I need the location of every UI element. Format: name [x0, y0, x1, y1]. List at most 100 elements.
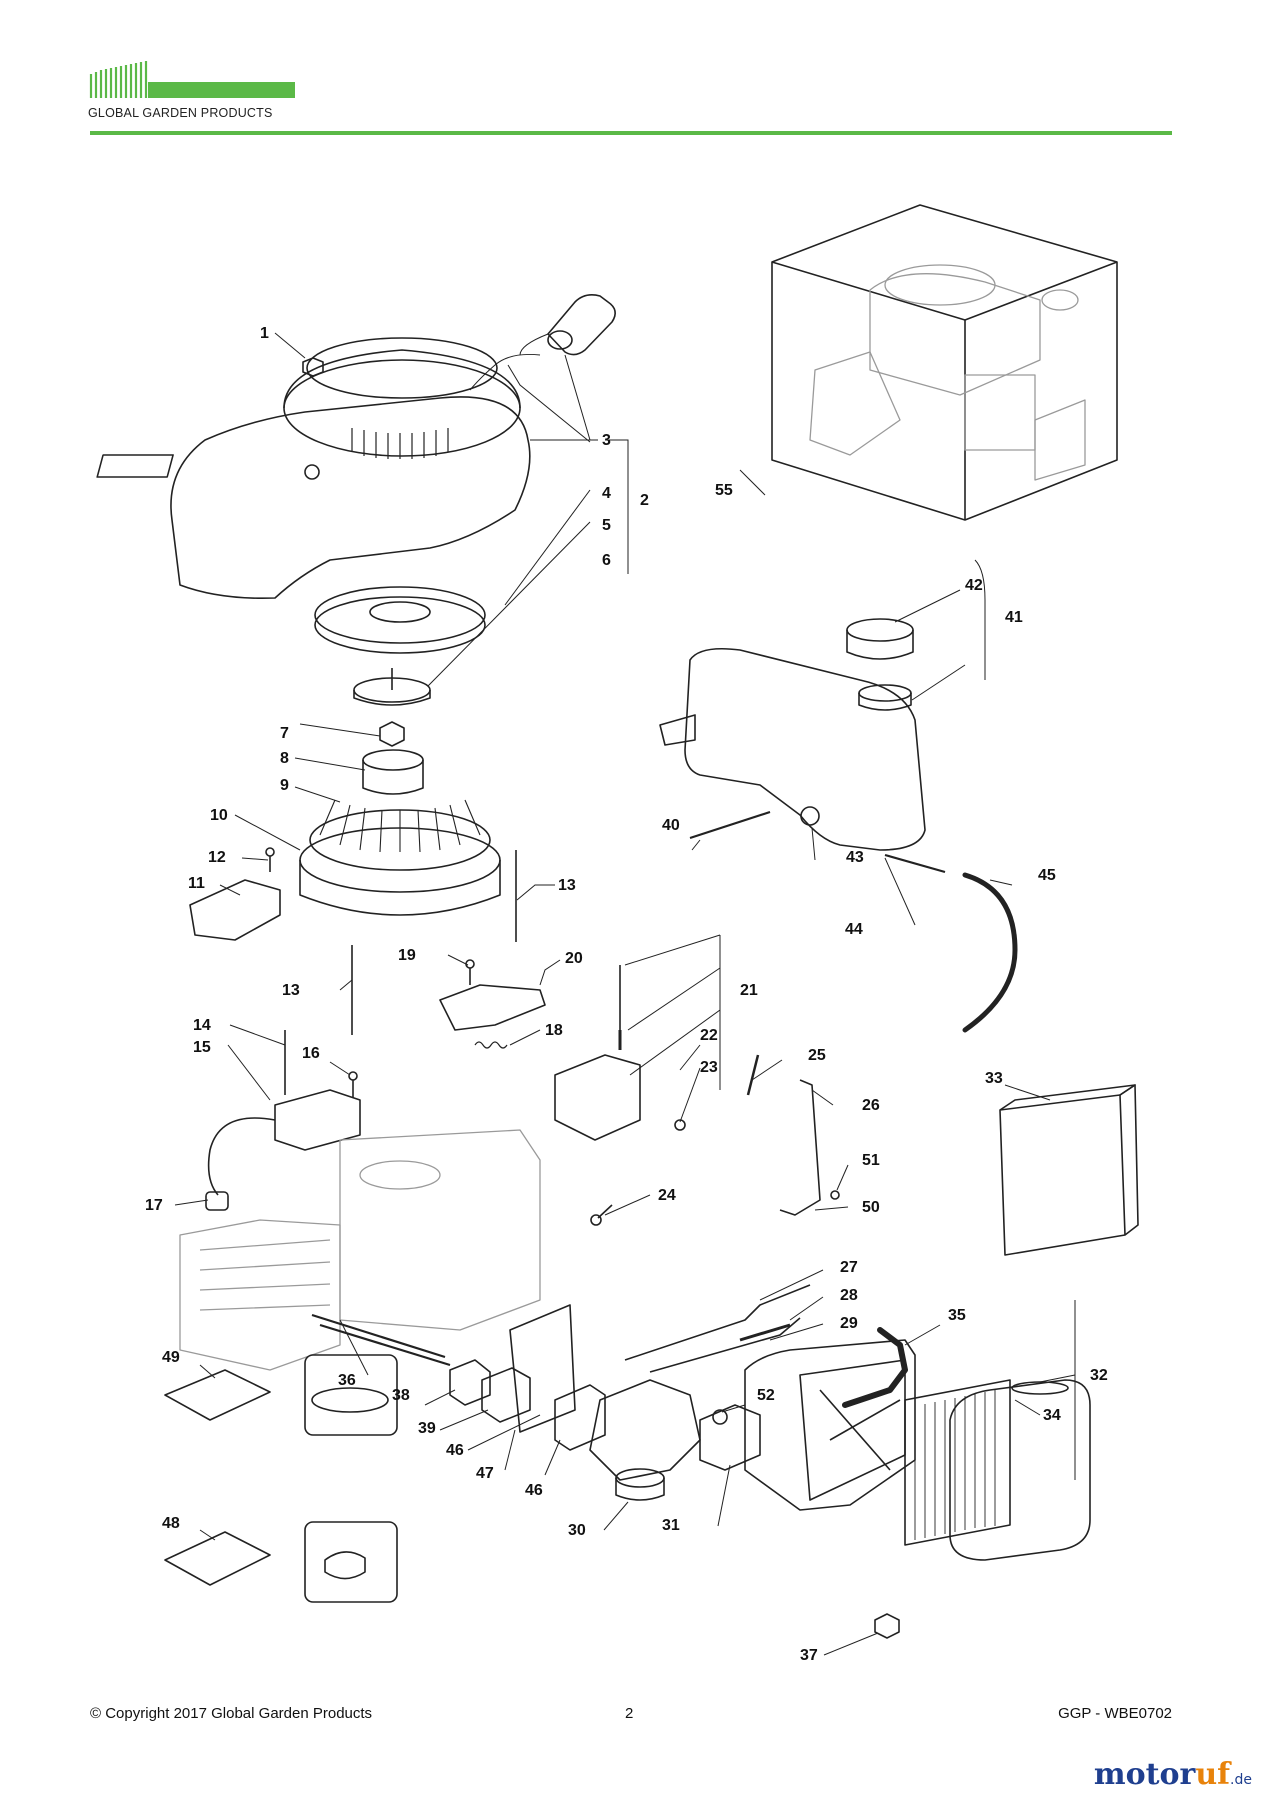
spacer-38-part	[449, 1359, 491, 1406]
ignition-coil-part	[205, 1089, 361, 1211]
screw-23-part	[674, 1119, 686, 1131]
fuel-hose-part	[962, 872, 1018, 1033]
fuel-tank-part	[659, 647, 926, 851]
callout-51: 51	[862, 1152, 880, 1169]
brand-logo: GLOBAL GARDEN PRODUCTS	[88, 60, 298, 130]
callout-22: 22	[700, 1027, 718, 1044]
gasket-31-part	[699, 1404, 761, 1471]
throttle-bracket-part	[554, 1054, 641, 1141]
callout-35: 35	[948, 1307, 966, 1324]
callout-49: 49	[162, 1349, 180, 1366]
callout-55: 55	[715, 482, 733, 499]
callout-10: 10	[210, 807, 228, 824]
air-filter-base-part	[744, 1339, 916, 1511]
nut-part	[302, 357, 324, 377]
governor-spring-part	[474, 1041, 508, 1049]
document-code: GGP - WBE0702	[1058, 1705, 1172, 1722]
callout-29: 29	[840, 1315, 858, 1332]
callout-43: 43	[846, 849, 864, 866]
callout-7: 7	[280, 725, 289, 742]
callout-30: 30	[568, 1522, 586, 1539]
grommet-43-part	[800, 806, 820, 826]
fuel-cap-part	[846, 618, 914, 660]
screw-16-part	[348, 1071, 358, 1098]
callout-52: 52	[757, 1387, 775, 1404]
blower-housing-part	[96, 337, 531, 600]
breather-hose-part	[842, 1327, 908, 1408]
page-number: 2	[625, 1705, 634, 1722]
callout-37: 37	[800, 1647, 818, 1664]
brand-name: GLOBAL GARDEN PRODUCTS	[88, 106, 273, 120]
bolt-40-part	[689, 810, 771, 840]
plate-47-part	[509, 1304, 576, 1433]
callout-14: 14	[193, 1017, 211, 1034]
starter-handle-part	[469, 294, 616, 391]
callout-19: 19	[398, 947, 416, 964]
screw-12-part	[265, 847, 275, 872]
callout-24: 24	[658, 1187, 676, 1204]
callout-31: 31	[662, 1517, 680, 1534]
callout-4: 4	[602, 485, 611, 502]
bolt-44-part	[884, 853, 946, 874]
callout-46b: 46	[525, 1482, 543, 1499]
flywheel-screen-part	[362, 749, 424, 795]
callout-9: 9	[280, 777, 289, 794]
air-filter-element-part	[904, 1379, 1011, 1546]
callout-6: 6	[602, 552, 611, 569]
screw-24-part	[590, 1204, 613, 1226]
callout-23: 23	[700, 1059, 718, 1076]
engine-block-part	[179, 1129, 541, 1371]
grass-logo-icon	[89, 61, 178, 98]
callout-50: 50	[862, 1199, 880, 1216]
engine-assembly-part	[771, 204, 1118, 521]
callout-32: 32	[1090, 1367, 1108, 1384]
nut-37-part	[874, 1613, 900, 1639]
logo-bar-icon	[173, 82, 295, 98]
callout-44: 44	[845, 921, 863, 938]
copyright-text: © Copyright 2017 Global Garden Products	[90, 1705, 373, 1722]
callout-12: 12	[208, 849, 226, 866]
callout-13b: 13	[282, 982, 300, 999]
control-lever-part	[779, 1079, 821, 1216]
callout-5: 5	[602, 517, 611, 534]
linkage-rod-27-part	[624, 1284, 811, 1361]
callout-38: 38	[392, 1387, 410, 1404]
fitting-52-part	[712, 1409, 728, 1425]
callout-33: 33	[985, 1070, 1003, 1087]
callout-21: 21	[740, 982, 758, 999]
callout-28: 28	[840, 1287, 858, 1304]
insulator-39-part	[481, 1367, 531, 1423]
callout-11: 11	[188, 875, 205, 892]
spring-25-part	[746, 1054, 760, 1096]
shield-bracket-part	[189, 879, 281, 941]
callout-27: 27	[840, 1259, 858, 1276]
motoruf-watermark: motoruf.de	[1094, 1757, 1252, 1792]
callout-13a: 13	[558, 877, 576, 894]
callout-15: 15	[193, 1039, 211, 1056]
callout-2: 2	[640, 492, 649, 509]
watermark-suffix: .de	[1230, 1772, 1252, 1788]
repair-kit-48-part	[164, 1521, 398, 1603]
gasket-kit-49-part	[164, 1354, 398, 1436]
watermark-main: motor	[1093, 1757, 1196, 1792]
starter-cup-part	[353, 668, 431, 706]
carburetor-part	[589, 1379, 701, 1501]
foam-prefilter-part	[999, 1084, 1139, 1256]
callout-1: 1	[260, 325, 269, 342]
governor-lever-part	[439, 984, 546, 1031]
watermark-accent: uf	[1195, 1757, 1231, 1792]
linkage-rod-28-part	[649, 1317, 801, 1373]
header-rule	[90, 131, 1172, 135]
callout-47: 47	[476, 1465, 494, 1482]
callout-16: 16	[302, 1045, 320, 1062]
callout-45: 45	[1038, 867, 1056, 884]
callout-39: 39	[418, 1420, 436, 1437]
callout-labels: 1 2 3 4 5 6 7 8 9 10 11 12 13 13 14 15 1…	[145, 325, 1108, 1664]
callout-41: 41	[1005, 609, 1023, 626]
nut-51-part	[830, 1190, 840, 1200]
callout-48: 48	[162, 1515, 180, 1532]
flywheel-part	[299, 799, 501, 916]
bolt-36-part	[311, 1313, 446, 1359]
flywheel-nut-part	[379, 721, 405, 747]
